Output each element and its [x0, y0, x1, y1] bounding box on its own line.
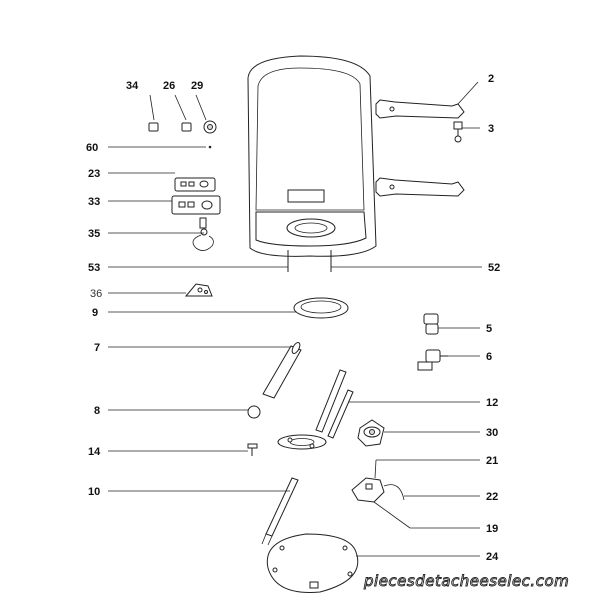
- label-6: 6: [486, 351, 492, 363]
- part-29-thermostat-knob: [203, 120, 217, 134]
- part-30-thermostat: [357, 419, 385, 447]
- label-5: 5: [486, 323, 492, 335]
- label-19: 19: [486, 523, 498, 535]
- nameplate: [287, 189, 325, 203]
- part-5-fitting: [423, 313, 439, 335]
- part-14-screw: [247, 443, 258, 456]
- label-2: 2: [488, 73, 494, 85]
- label-12: 12: [486, 397, 498, 409]
- label-34: 34: [126, 80, 139, 92]
- part-6-fitting: [417, 349, 448, 371]
- part-60-small-screw: [208, 145, 212, 149]
- label-9: 9: [92, 307, 98, 319]
- part-9-gasket-ring: [293, 297, 349, 319]
- label-8: 8: [94, 405, 100, 417]
- label-3: 3: [488, 123, 494, 135]
- part-21-thermostat-bracket: [351, 477, 405, 503]
- part-26-knob-cap: [181, 122, 192, 132]
- part-10-sheath: [261, 477, 299, 546]
- water-heater-tank: [247, 55, 377, 272]
- label-36: 36: [90, 288, 102, 300]
- part-36-clip: [184, 283, 213, 297]
- wall-bracket-lower: [375, 177, 465, 197]
- label-10: 10: [88, 486, 100, 498]
- label-26: 26: [163, 80, 175, 92]
- part-35-indicator-lamp: [192, 217, 214, 251]
- label-52: 52: [488, 262, 500, 274]
- label-24: 24: [486, 551, 499, 563]
- label-30: 30: [486, 427, 498, 439]
- part-23-control-panel: [174, 177, 216, 192]
- part-12-heating-element: [277, 369, 354, 450]
- leader-lines: [108, 81, 482, 557]
- label-14: 14: [88, 446, 101, 458]
- label-35: 35: [88, 228, 100, 240]
- part-8-nut: [247, 405, 261, 419]
- label-7: 7: [94, 342, 100, 354]
- part-33-control-panel: [171, 195, 221, 215]
- label-21: 21: [486, 455, 498, 467]
- part-34-knob-cap: [148, 122, 159, 132]
- part-24-bottom-cover: [266, 533, 359, 593]
- label-53: 53: [88, 262, 100, 274]
- label-23: 23: [88, 168, 100, 180]
- label-29: 29: [191, 80, 203, 92]
- part-labels: 34 26 29 60 23 33 35 53 36 9 7 8 14 10 2…: [86, 73, 500, 563]
- wall-bracket-upper: [375, 99, 465, 119]
- label-33: 33: [88, 196, 100, 208]
- bracket-screw: [453, 121, 463, 143]
- label-60: 60: [86, 142, 98, 154]
- watermark-text: piecesdetacheeselec.com: [363, 572, 569, 590]
- part-7-anode-tube: [262, 342, 302, 399]
- label-22: 22: [486, 491, 498, 503]
